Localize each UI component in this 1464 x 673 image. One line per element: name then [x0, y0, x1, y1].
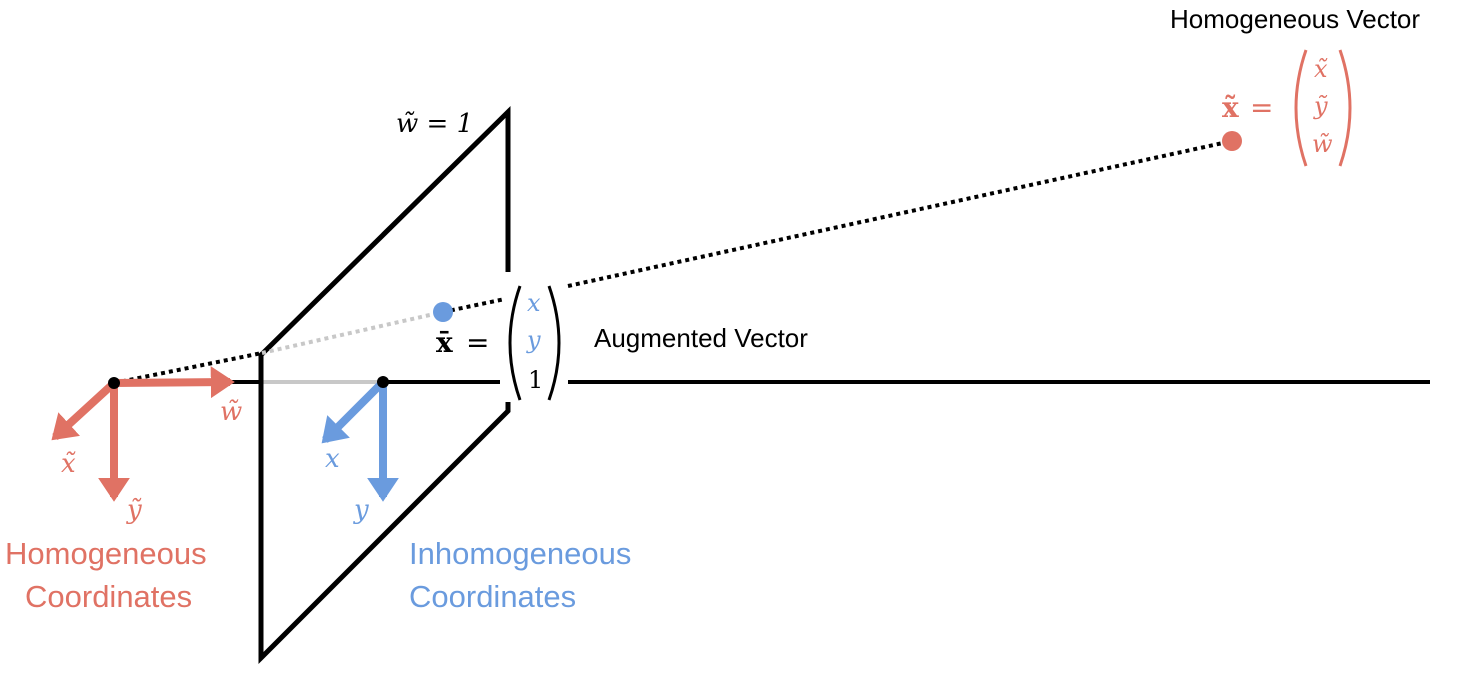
homogeneous-left-paren	[1294, 49, 1308, 167]
x-label: x	[325, 444, 340, 474]
homogeneous-vector-eq: =	[1250, 91, 1273, 124]
ray-back	[567, 139, 1233, 288]
augmented-left-paren	[508, 285, 522, 401]
inhomogeneous-coords-caption-line1: Inhomogeneous	[409, 536, 631, 571]
x-tilde-label: x̃	[61, 449, 76, 479]
w-axis-arrow	[113, 366, 235, 399]
augmented-vector-eq: =	[466, 326, 489, 359]
homogeneous-coords-caption-line2: Coordinates	[25, 579, 192, 614]
homogeneous-entry-w: w̃	[1312, 130, 1333, 158]
ray-hidden	[261, 310, 444, 355]
homogeneous-right-paren	[1338, 49, 1352, 167]
ray-mid	[442, 297, 506, 314]
plane-label: w̃ = 1	[396, 109, 473, 139]
homogeneous-vector-title: Homogeneous Vector	[1170, 4, 1420, 34]
augmented-entry-y: y	[526, 326, 541, 354]
augmented-point	[433, 302, 453, 322]
inhomogeneous-coords-caption-line2: Coordinates	[409, 579, 576, 614]
augmented-right-paren	[547, 285, 561, 401]
homogeneous-point	[1222, 131, 1242, 151]
homogeneous-vector-lhs: x̃	[1222, 91, 1239, 124]
plane-front-edge	[258, 106, 511, 665]
inhomogeneous-origin	[377, 376, 389, 388]
y-label: y	[353, 495, 369, 525]
augmented-entry-x: x	[527, 289, 541, 317]
augmented-vector-lhs: x̄	[436, 326, 453, 359]
homogeneous-entry-y: ỹ	[1313, 92, 1328, 120]
ray-front	[113, 351, 263, 385]
w-tilde-label: w̃	[220, 397, 242, 427]
x-axis-arrow	[321, 379, 386, 444]
homogeneous-origin	[108, 377, 120, 389]
augmented-entry-1: 1	[528, 366, 543, 394]
homogeneous-entry-x: x̃	[1314, 55, 1328, 83]
x-tilde-axis-arrow	[51, 380, 117, 441]
y-tilde-label: ỹ	[126, 495, 142, 525]
homogeneous-coords-caption-line1: Homogeneous	[5, 536, 207, 571]
augmented-vector-title: Augmented Vector	[594, 323, 808, 353]
